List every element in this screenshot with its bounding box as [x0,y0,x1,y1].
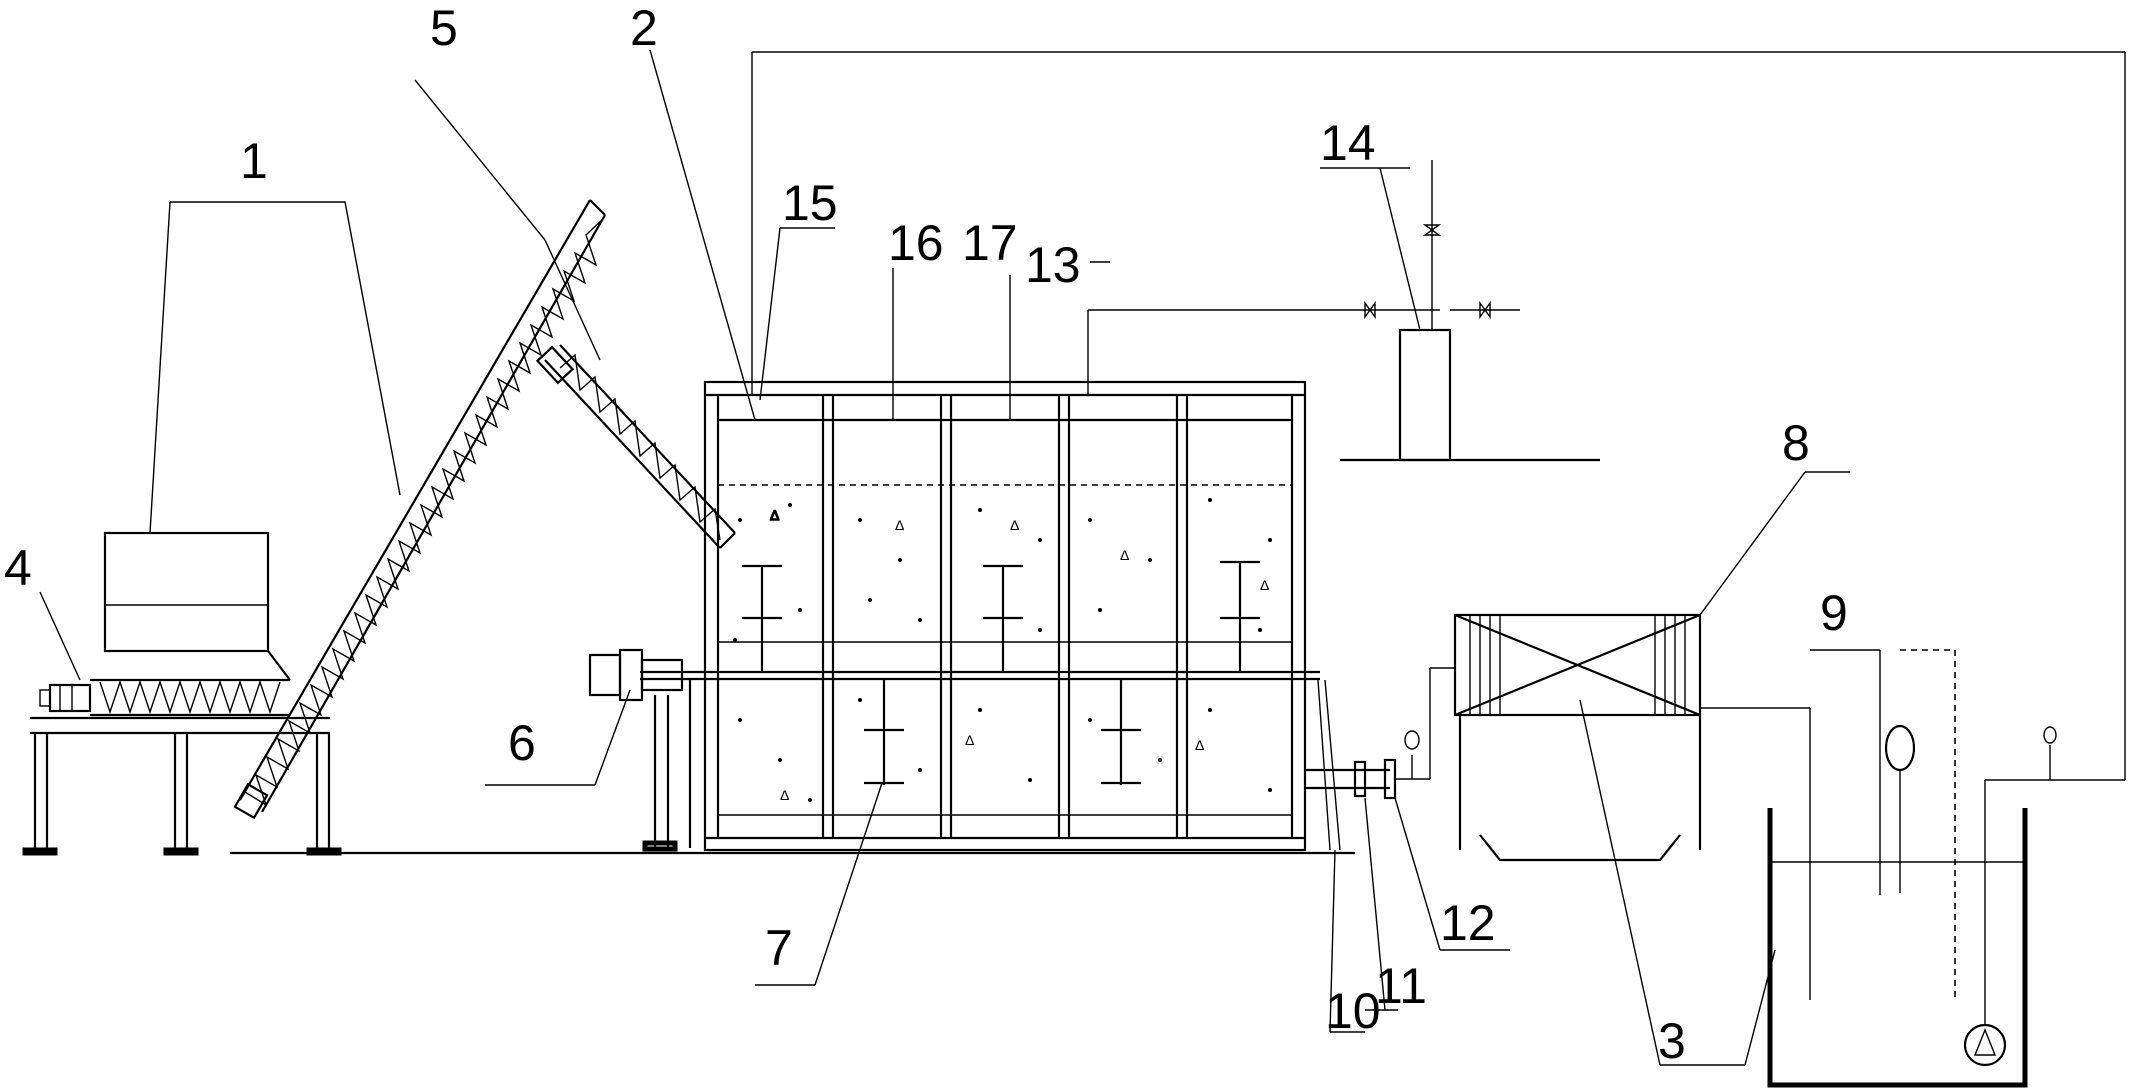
svg-text:Δ: Δ [965,732,974,748]
hopper-feeder [22,531,342,856]
svg-text:Δ: Δ [1010,517,1019,533]
svg-text:Δ: Δ [770,507,779,523]
label-11: 11 [1375,958,1427,1014]
label-10: 10 [1325,983,1381,1039]
heat-exchanger [1453,613,1811,1000]
svg-text:Δ: Δ [1120,547,1129,563]
svg-text:Δ: Δ [780,787,789,803]
label-8: 8 [1782,415,1810,471]
label-6: 6 [508,715,536,771]
label-1: 1 [240,133,268,189]
svg-text:Δ: Δ [895,517,904,533]
outlet-valves [1305,667,1455,851]
label-14: 14 [1320,115,1376,171]
gas-vessel [1087,160,1600,462]
svg-text:Δ: Δ [1195,737,1204,753]
label-3: 3 [1658,1013,1686,1069]
label-17: 17 [962,215,1018,271]
label-15: 15 [782,175,838,231]
svg-text:Δ: Δ [1260,577,1269,593]
label-12: 12 [1440,895,1496,951]
main-tank: Δ Δ Δ Δ Δ Δ Δ Δ [640,380,1320,852]
label-5: 5 [430,0,458,56]
label-13: 13 [1025,237,1081,293]
drive-motor [588,648,692,852]
leader-lines [39,49,1881,1066]
label-4: 4 [4,540,32,596]
label-9: 9 [1820,585,1848,641]
label-2: 2 [630,0,658,56]
inclined-conveyor-long [233,199,606,820]
label-7: 7 [765,920,793,976]
label-16: 16 [888,215,944,271]
collection-tank [751,51,2126,1088]
